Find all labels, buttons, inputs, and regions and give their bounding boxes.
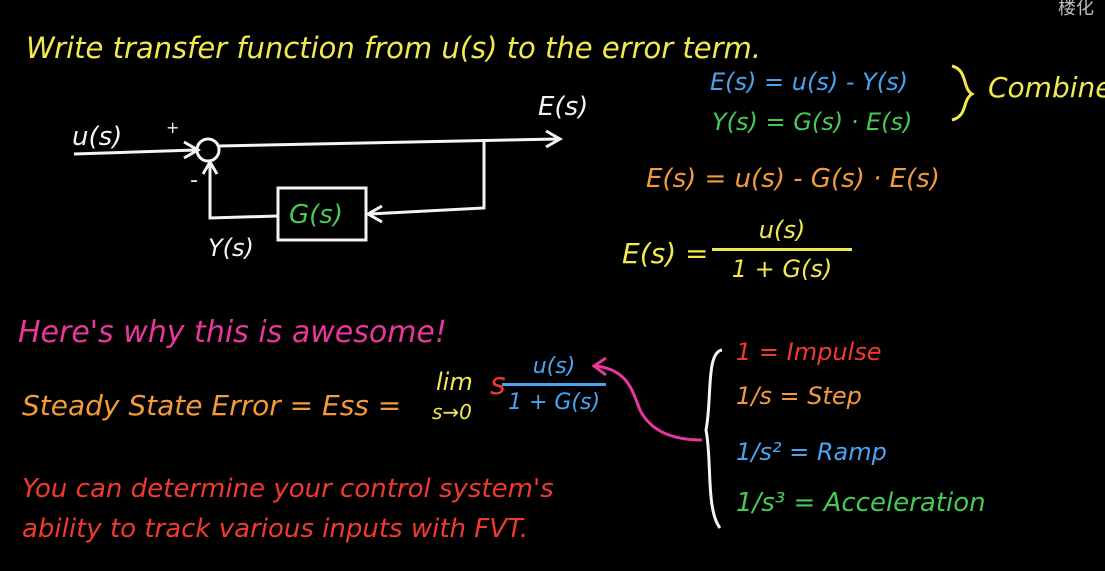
limit-subscript: s→0: [432, 400, 472, 424]
input-label-u: u(s): [72, 122, 123, 152]
block-label-g: G(s): [289, 200, 343, 230]
equation-final-lhs: E(s) =: [622, 237, 709, 270]
awesome-heading: Here's why this is awesome!: [18, 315, 447, 350]
feedback-path-right: [369, 142, 486, 216]
conclusion-line-2: ability to track various inputs with FVT…: [22, 514, 529, 544]
equation-output: Y(s) = G(s) · E(s): [712, 108, 913, 136]
feedback-label-y: Y(s): [208, 234, 254, 262]
input-acceleration: 1/s³ = Acceleration: [736, 488, 986, 518]
s-factor: s: [490, 367, 506, 402]
output-label-e: E(s): [538, 92, 589, 122]
limit-lim: lim: [436, 368, 473, 396]
fraction-bar: [712, 248, 852, 251]
input-impulse: 1 = Impulse: [736, 338, 882, 366]
combine-brace: [951, 64, 975, 122]
combine-label: Combine: [988, 71, 1105, 104]
input-step: 1/s = Step: [736, 382, 862, 410]
steady-state-fraction: u(s) 1 + G(s): [502, 354, 606, 415]
input-ramp: 1/s² = Ramp: [736, 438, 887, 466]
equation-final-denominator: 1 + G(s): [731, 255, 833, 283]
equation-substituted: E(s) = u(s) - G(s) · E(s): [646, 164, 940, 194]
g-block: [276, 186, 368, 242]
steady-state-denominator: 1 + G(s): [507, 390, 601, 415]
steady-state-fraction-bar: [502, 383, 606, 386]
input-arrow-line: [73, 148, 197, 156]
minus-sign: -: [190, 168, 198, 193]
output-arrowhead: [545, 129, 564, 149]
pointer-arrow: [595, 364, 703, 442]
equation-final-numerator: u(s): [758, 216, 806, 244]
corner-watermark-text: 楼化: [1058, 0, 1094, 19]
input-list-brace: [704, 348, 723, 529]
equation-error: E(s) = u(s) - Y(s): [710, 68, 909, 96]
steady-state-numerator: u(s): [532, 354, 576, 379]
steady-state-label: Steady State Error = Ess =: [22, 389, 402, 422]
equation-final-fraction: u(s) 1 + G(s): [712, 216, 852, 283]
heading-text: Write transfer function from u(s) to the…: [26, 31, 761, 65]
plus-sign: +: [166, 118, 180, 137]
summing-junction: [195, 137, 221, 163]
conclusion-line-1: You can determine your control system's: [22, 474, 554, 504]
pointer-arrowhead: [591, 356, 607, 377]
feedback-path-left: [208, 164, 279, 220]
feedback-arrowhead: [364, 204, 383, 224]
output-arrow-line: [218, 137, 559, 148]
junction-feedback-arrowhead: [201, 159, 219, 175]
